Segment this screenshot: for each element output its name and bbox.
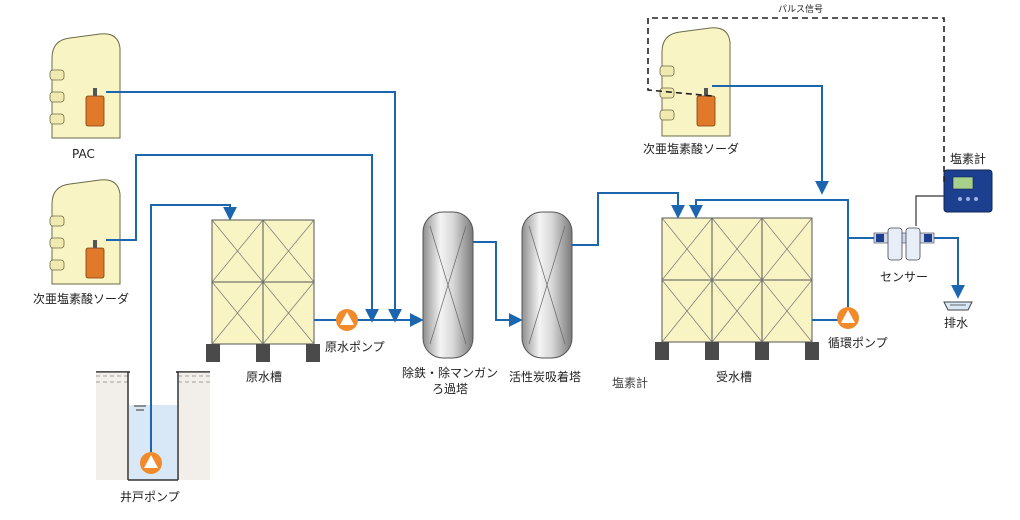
raw-tank-label: 原水槽 <box>246 370 283 384</box>
hypochlorite-tank-left <box>49 179 121 285</box>
raw-water-pump-symbol <box>336 309 358 331</box>
sensor-unit <box>873 227 935 261</box>
iron-mn-tower-label-2: ろ過塔 <box>431 382 468 396</box>
well-pump-label: 井戸ポンプ <box>120 490 180 504</box>
hypochlorite-left-label: 次亜塩素酸ソーダ <box>33 292 130 306</box>
pulse-signal-line <box>647 17 945 182</box>
sensor-cable <box>915 195 944 226</box>
raw-pump-label: 原水ポンプ <box>325 340 385 354</box>
iron-manganese-filter-tower <box>422 211 474 359</box>
pulse-signal-label: パルス信号 <box>778 5 824 15</box>
chlorine-meter-unit <box>943 169 993 213</box>
carbon-tower-label: 活性炭吸着塔 <box>509 370 582 384</box>
receiving-tank-label: 受水槽 <box>716 370 753 384</box>
pac-tank <box>49 33 121 139</box>
well-pump-symbol <box>140 452 162 474</box>
drain-symbol <box>943 301 973 311</box>
circulation-pump-label: 循環ポンプ <box>828 336 888 350</box>
activated-carbon-tower <box>521 211 573 359</box>
drain-label: 排水 <box>944 316 969 330</box>
pac-label: PAC <box>72 147 95 161</box>
receiving-tank <box>655 217 819 360</box>
iron-mn-tower-label-1: 除鉄・除マンガン <box>401 366 498 380</box>
hypochlorite-right-label: 次亜塩素酸ソーダ <box>643 142 740 156</box>
sensor-label: センサー <box>880 270 929 284</box>
hypochlorite-tank-right <box>659 27 731 137</box>
circulation-pump-symbol <box>837 307 859 329</box>
raw-water-tank <box>206 219 320 362</box>
chlorine-meter-label: 塩素計 <box>950 152 987 166</box>
chlorine-meter-faint-label: 塩素計 <box>612 376 649 390</box>
pipework <box>106 85 965 452</box>
